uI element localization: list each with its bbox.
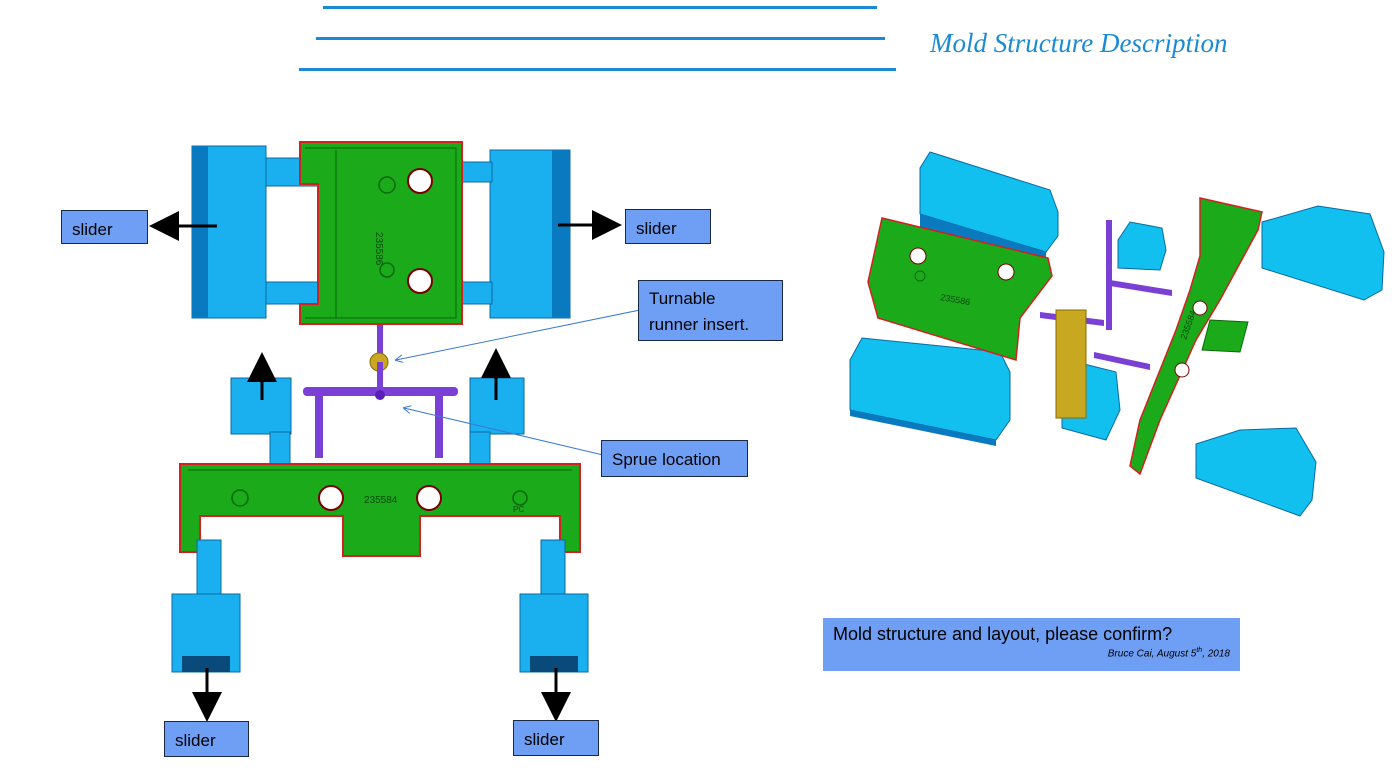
top-right-slider xyxy=(451,149,571,319)
header-rule-2 xyxy=(316,37,885,40)
bottom-part-number: 235584 xyxy=(364,495,398,506)
turnable-leader xyxy=(396,309,641,360)
slider-label-right: slider xyxy=(625,209,711,244)
sprue-location-label: Sprue location xyxy=(601,440,748,477)
note-main-text: Mold structure and layout, please confir… xyxy=(833,624,1173,644)
bottom-part: 235584 PC xyxy=(179,463,581,557)
top-part: 235586 xyxy=(299,141,463,325)
bottom-left-slider xyxy=(171,539,241,673)
runner-system xyxy=(303,325,458,458)
sprue-leader xyxy=(404,408,604,456)
page-title: Mold Structure Description xyxy=(930,28,1228,58)
bottom-right-slider xyxy=(519,539,589,673)
signature-prefix: Bruce Cai, August 5 xyxy=(1107,648,1197,660)
turnable-line2: runner insert. xyxy=(649,314,750,334)
confirmation-note: Mold structure and layout, please confir… xyxy=(823,618,1240,671)
slider-label-bottom-left: slider xyxy=(164,721,249,757)
signature-suffix: , 2018 xyxy=(1202,648,1230,660)
signature-sup: th xyxy=(1196,647,1203,654)
slider-label-left: slider xyxy=(61,210,148,244)
turnable-runner-label: Turnable runner insert. xyxy=(638,280,783,341)
header-rule-3 xyxy=(299,68,896,71)
header-rule-1 xyxy=(323,6,877,9)
slider-label-bottom-right: slider xyxy=(513,720,599,756)
top-part-number: 235586 xyxy=(373,232,384,266)
material-mark: PC xyxy=(513,505,524,514)
note-signature: Bruce Cai, August 5th, 2018 xyxy=(833,647,1230,659)
isometric-view: 235586 235584 xyxy=(849,151,1385,517)
turnable-line1: Turnable xyxy=(649,289,716,308)
